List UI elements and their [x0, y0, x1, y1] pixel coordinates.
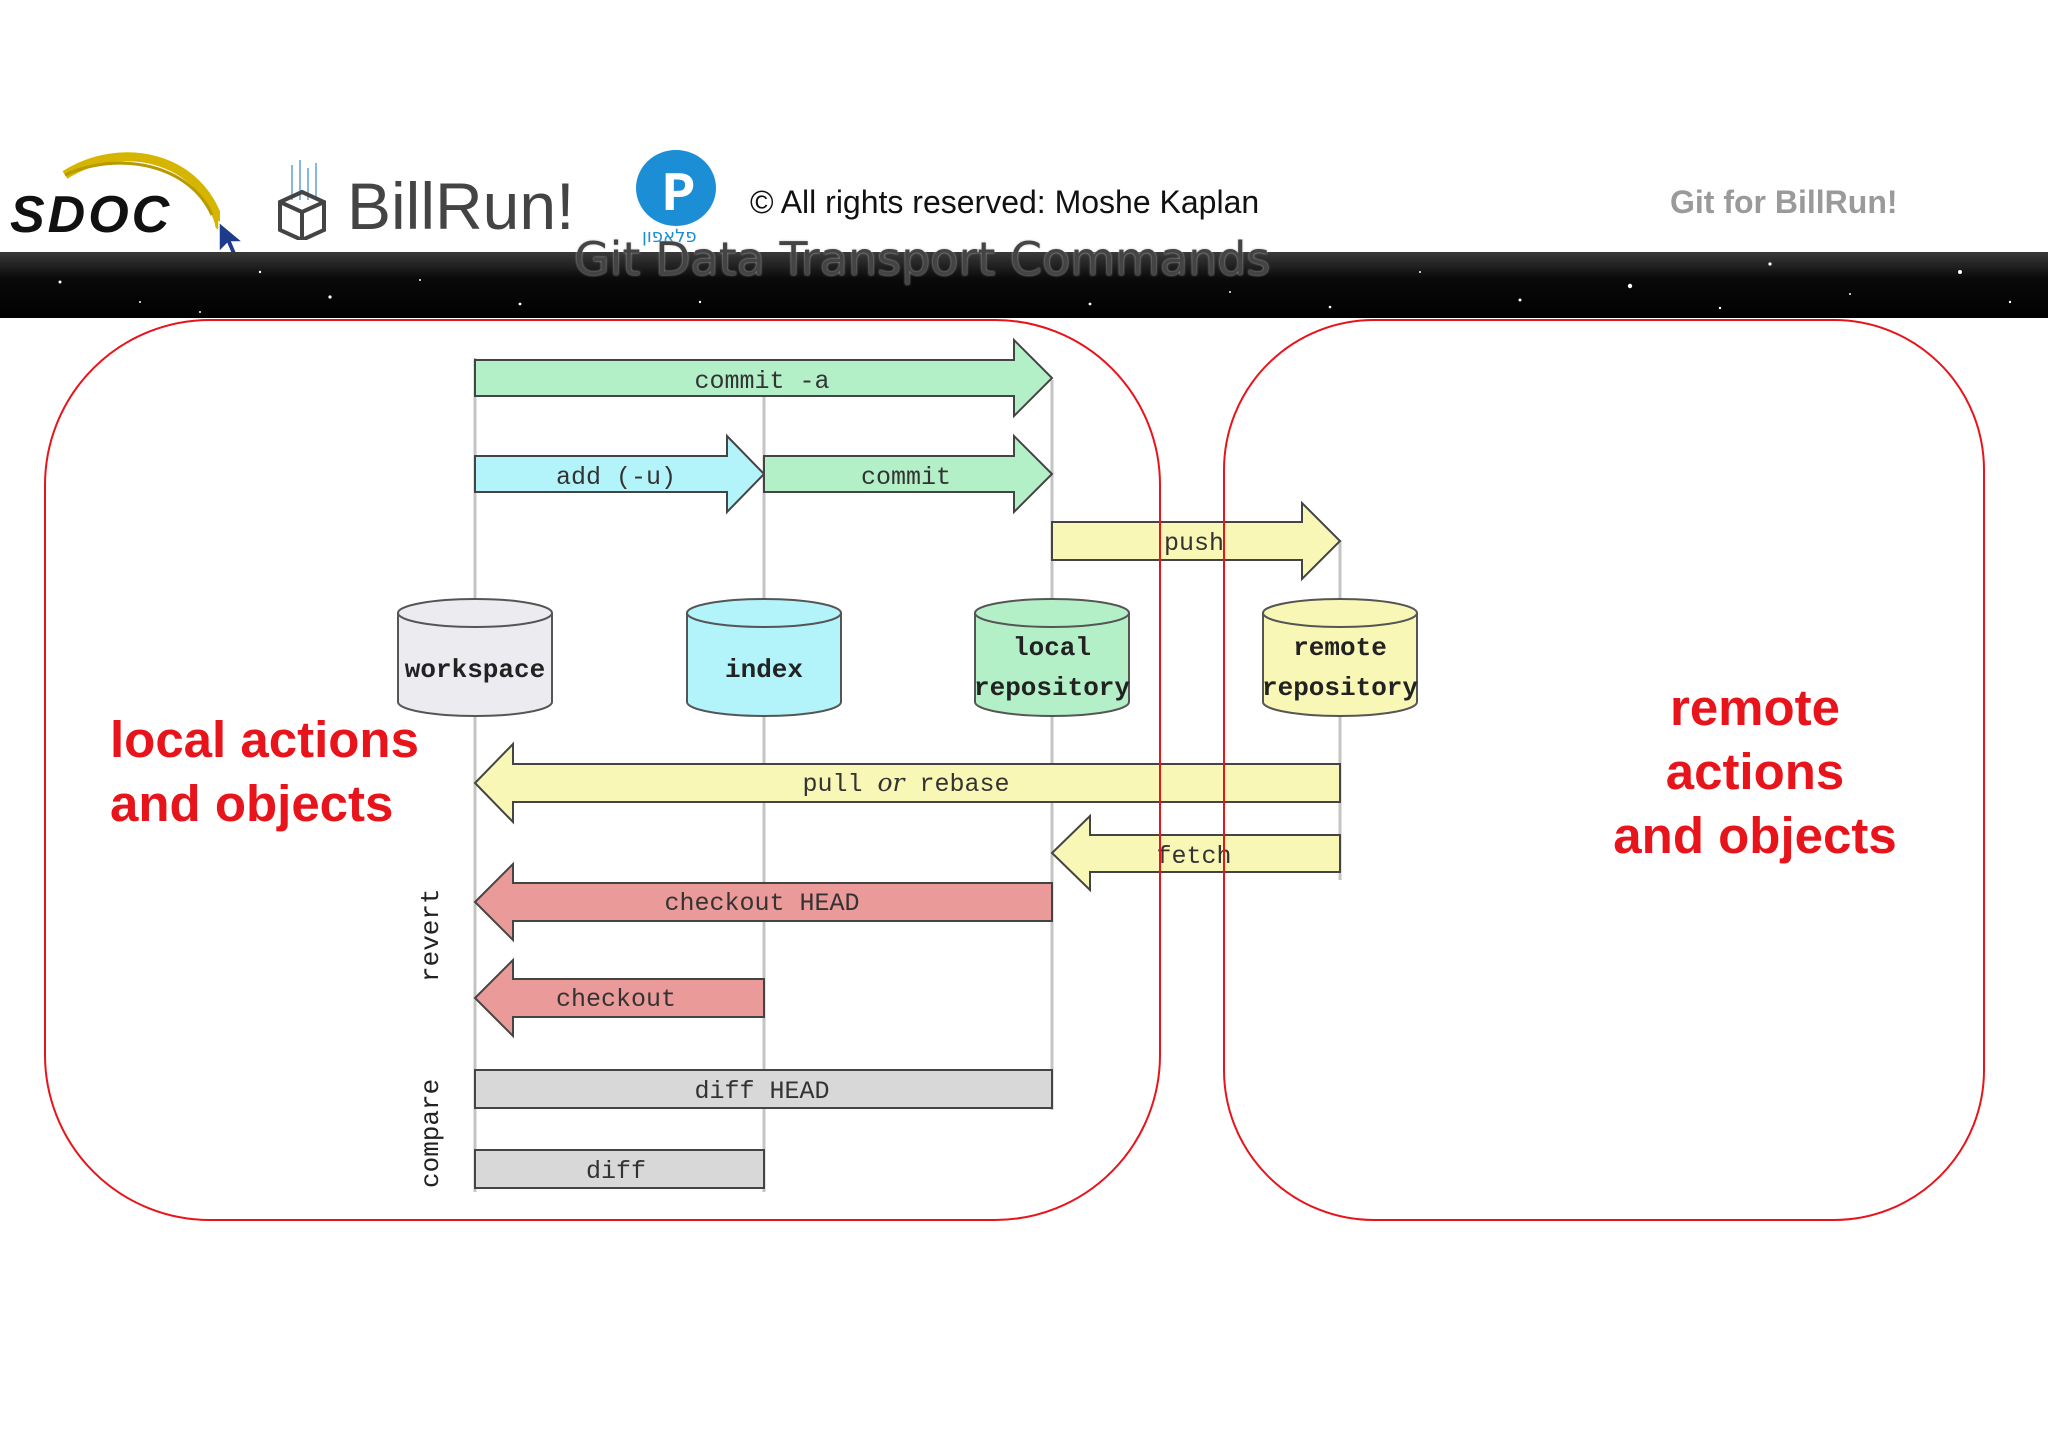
diff-head-bar[interactable]: diff HEAD: [474, 1069, 1053, 1109]
compare-group-label: compare: [416, 1079, 446, 1188]
add-u-label: add (-u): [556, 463, 676, 492]
diff-head-label: diff HEAD: [694, 1077, 829, 1106]
remote-region-label: remote actions and objects: [1555, 676, 1955, 868]
index-label: index: [725, 655, 803, 685]
commit-a-label: commit -a: [694, 367, 829, 396]
local-repository-label-1: local: [1013, 633, 1091, 663]
sdoc-logo: SDOC: [10, 145, 225, 245]
fetch-arrow[interactable]: fetch: [1050, 813, 1341, 893]
checkout-arrow[interactable]: checkout: [473, 957, 765, 1039]
pelephone-logo: P פלאפון: [632, 148, 722, 253]
billrun-wordmark: BillRun!: [347, 169, 575, 243]
billrun-cube-icon: [278, 160, 326, 240]
diff-bar[interactable]: diff: [474, 1149, 765, 1189]
copyright-text: © All rights reserved: Moshe Kaplan: [750, 184, 1260, 220]
checkout-head-arrow[interactable]: checkout HEAD: [473, 861, 1053, 943]
index-store[interactable]: index: [686, 598, 842, 717]
pelephone-wordmark: פלאפון: [642, 226, 697, 247]
local-region-outline: [44, 319, 1161, 1221]
banner-title: Git Data Transport Commands: [574, 232, 1271, 286]
local-repository-store[interactable]: local repository: [974, 598, 1130, 717]
push-arrow[interactable]: push: [1051, 500, 1342, 582]
pull-or-rebase-label: pull or rebase: [802, 768, 1009, 799]
title-banner: [0, 252, 2048, 318]
rebase-label: rebase: [905, 770, 1010, 799]
add-u-arrow[interactable]: add (-u): [474, 433, 766, 515]
commit-arrow[interactable]: commit: [763, 433, 1054, 515]
or-label: or: [877, 768, 906, 797]
pull-label: pull: [802, 770, 877, 799]
presentation-subtitle: Git for BillRun!: [1670, 184, 1898, 220]
pull-or-rebase-arrow[interactable]: pull or rebase: [473, 741, 1341, 825]
remote-region-line-1: remote: [1669, 679, 1841, 736]
remote-region-line-2: actions: [1665, 743, 1845, 800]
remote-repository-label-2: repository: [1262, 673, 1418, 703]
local-region-line-2: and objects: [110, 775, 394, 832]
remote-region-outline: [1223, 319, 1985, 1221]
local-region-label: local actions and objects: [110, 708, 419, 836]
commit-label: commit: [861, 463, 951, 492]
workspace-store[interactable]: workspace: [397, 598, 553, 717]
checkout-label: checkout: [556, 985, 676, 1014]
workspace-label: workspace: [405, 655, 545, 685]
svg-text:P: P: [662, 163, 696, 227]
remote-repository-label-1: remote: [1293, 633, 1387, 663]
sdoc-wordmark: SDOC: [10, 186, 173, 244]
push-label: push: [1164, 529, 1224, 558]
local-region-line-1: local actions: [110, 711, 419, 768]
revert-group-label: revert: [416, 888, 446, 982]
checkout-head-label: checkout HEAD: [664, 889, 859, 918]
commit-a-arrow[interactable]: commit -a: [474, 337, 1054, 419]
starfield: [58, 262, 2012, 313]
fetch-label: fetch: [1156, 842, 1231, 871]
pelephone-icon: P: [636, 150, 716, 227]
remote-region-line-3: and objects: [1613, 807, 1897, 864]
remote-repository-store[interactable]: remote repository: [1262, 598, 1418, 717]
diff-label: diff: [586, 1157, 646, 1186]
local-repository-label-2: repository: [974, 673, 1130, 703]
